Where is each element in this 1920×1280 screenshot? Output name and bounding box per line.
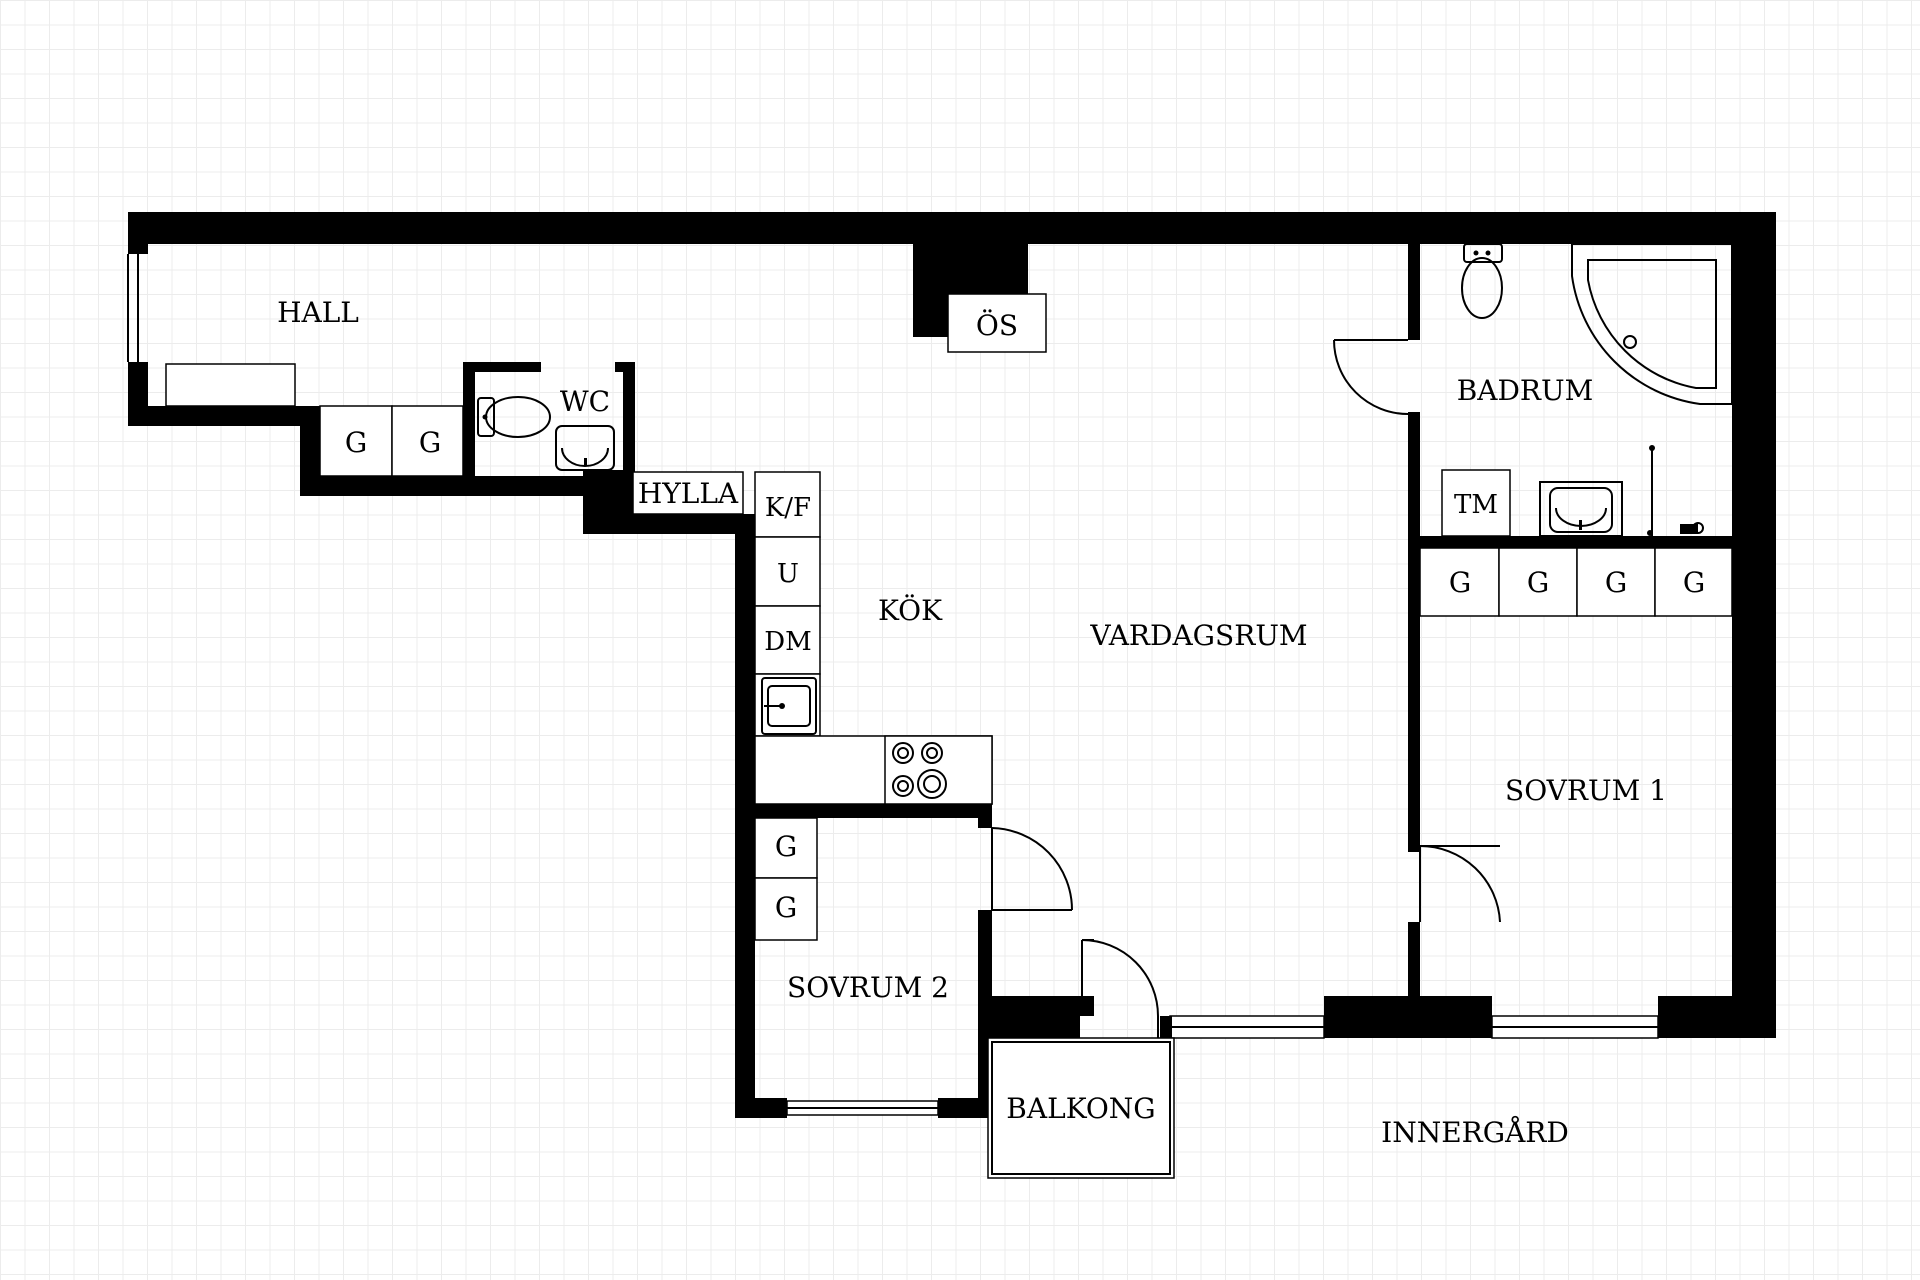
wall-wc-right [623, 362, 635, 476]
wall-closet-bottom [300, 476, 590, 496]
toilet-icon [1461, 243, 1503, 319]
room-label-os: ÖS [976, 308, 1018, 342]
wall-wc-top-a [463, 362, 541, 372]
wall-right [1732, 212, 1776, 1037]
door-sovrum2 [991, 827, 1073, 911]
balcony-outline [987, 1037, 1175, 1179]
closet-label-g: G [1683, 566, 1705, 599]
hall-shelf [165, 363, 296, 407]
corner-bathtub-icon [1571, 243, 1733, 405]
balcony [987, 996, 1175, 1179]
closet-label-g: G [345, 426, 367, 459]
closet-label-g: G [1449, 566, 1471, 599]
closet-label-g: G [1605, 566, 1627, 599]
closet-g [1654, 547, 1733, 617]
closet-g [1576, 547, 1656, 617]
wall-hall-bottom [128, 406, 300, 426]
wall-balcony-post [1080, 996, 1094, 1016]
kitchen-counter [754, 471, 993, 805]
windows [786, 1015, 1659, 1116]
wall-sovrum2-bottom-b [938, 1098, 992, 1118]
hall-fixtures [127, 254, 296, 407]
closet-label-g: G [1527, 566, 1549, 599]
closet-g [319, 405, 393, 477]
hylla-box [632, 471, 744, 515]
room-label-wc: WC [560, 385, 610, 418]
closet-label-g: G [775, 830, 797, 863]
counter-kf [754, 471, 821, 538]
fixture-label-kf: K/F [765, 493, 811, 523]
room-label-balkong: BALKONG [1006, 1092, 1155, 1125]
wc-fixtures [477, 396, 615, 471]
closet-label-g: G [419, 426, 441, 459]
sovrum2-closets [754, 817, 818, 941]
fixture-label-tm: TM [1454, 490, 1498, 520]
sink-icon [1539, 481, 1623, 537]
room-label-badrum: BADRUM [1457, 374, 1594, 407]
stove-icon [892, 742, 947, 799]
hall-closets: G G [319, 405, 464, 477]
wall-bath-left-upper [1408, 212, 1420, 340]
door-sovrum1 [1419, 844, 1501, 923]
door-balkong [1081, 939, 1159, 1038]
closet-g [391, 405, 464, 477]
closet-label-g: G [775, 891, 797, 924]
counter-u [754, 536, 821, 607]
door-badrum [1333, 339, 1409, 415]
os-box [947, 293, 1047, 353]
fixture-label-dm: DM [764, 627, 811, 657]
room-label-hall: HALL [277, 296, 359, 329]
sink-icon [555, 425, 615, 471]
shower-icon [1647, 445, 1704, 536]
wall-balcony-post [1160, 1016, 1172, 1038]
closet-g [754, 877, 818, 941]
closet-g [1419, 547, 1500, 617]
area-label-innergard: INNERGÅRD [1381, 1116, 1569, 1149]
wall-kitchen-bottom [735, 804, 992, 818]
wall-wc-left [463, 362, 475, 476]
wall-hall-left-upper [128, 212, 148, 254]
wall-bath-bottom [1408, 536, 1732, 548]
wall-front-right [1658, 996, 1776, 1038]
room-label-kok: KÖK [878, 593, 943, 627]
room-label-vardagsrum: VARDAGSRUM [1089, 619, 1307, 652]
room-label-sovrum2: SOVRUM 2 [787, 971, 949, 1004]
bathroom-fixtures [1441, 243, 1733, 537]
fixture-label-u: U [777, 559, 799, 589]
kitchen-sink-icon [761, 677, 817, 735]
sovrum1-closets [1419, 547, 1733, 617]
wall-sovrum2-bottom-a [735, 1098, 787, 1118]
wall-closet-left [300, 406, 320, 496]
wall-balcony-door-left [990, 996, 1080, 1038]
room-label-sovrum1: SOVRUM 1 [1505, 774, 1667, 807]
wall-hylla-bottom [583, 514, 755, 534]
wall-sovrum2-right-upper [978, 804, 992, 828]
counter-dm [754, 605, 821, 675]
wall-bath-left-lower [1408, 412, 1420, 852]
toilet-icon [477, 396, 551, 438]
room-label-hylla: HYLLA [638, 477, 739, 510]
tm-box [1441, 469, 1511, 537]
wall-sovrum1-left [1408, 922, 1420, 1012]
